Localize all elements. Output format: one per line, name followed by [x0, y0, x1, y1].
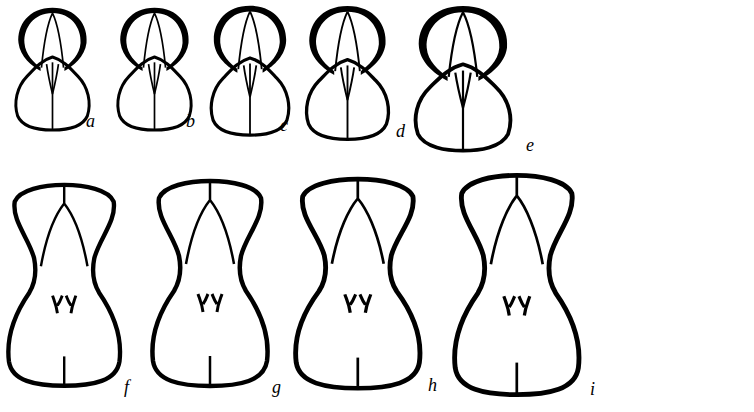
figure-letter: d	[396, 122, 405, 140]
stage-outline	[307, 6, 389, 139]
figure-letter: e	[526, 136, 534, 154]
figure-letter: h	[428, 376, 437, 394]
figure-letter: g	[272, 378, 281, 396]
stage-outline	[16, 8, 89, 130]
figure-letter: a	[86, 112, 95, 130]
stage-outline	[455, 175, 579, 394]
figure-letter: c	[280, 116, 288, 134]
stage-outline	[211, 6, 289, 135]
figure-letter: f	[124, 378, 129, 396]
stage-outline	[296, 179, 420, 388]
stage-outline	[152, 181, 267, 386]
stage-outline	[118, 8, 191, 130]
stage-outline	[416, 6, 511, 151]
figure-letter: b	[186, 112, 195, 130]
figure-letter: i	[590, 380, 595, 398]
stage-outline	[8, 185, 120, 386]
